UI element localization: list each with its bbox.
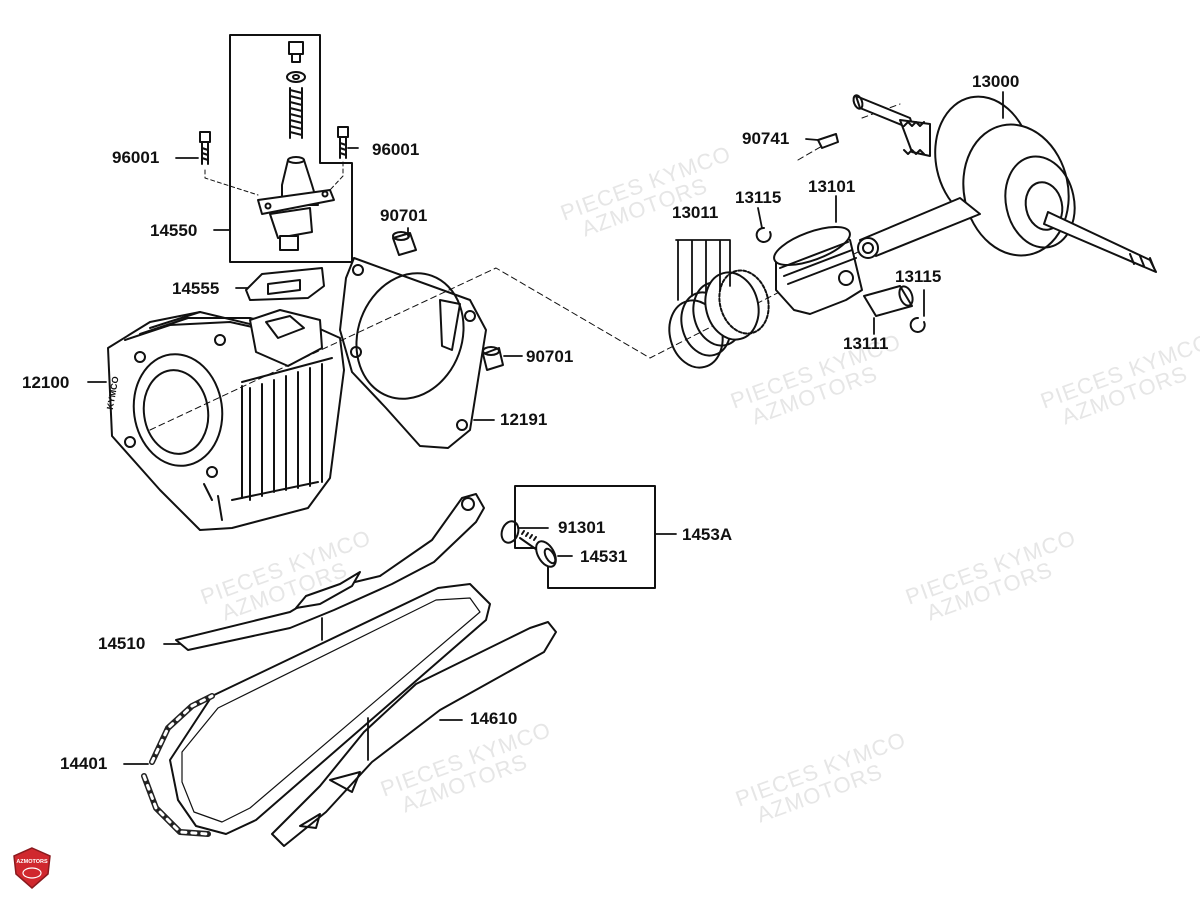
- part-label-12191: 12191: [500, 410, 548, 429]
- tensioner-body: [257, 156, 335, 251]
- part-label-90701: 90701: [380, 206, 428, 225]
- part-label-90741: 90741: [742, 129, 790, 148]
- piston-rings: [668, 269, 770, 369]
- tensioner-guide: [175, 493, 485, 651]
- tensioner-bolt: [286, 41, 306, 139]
- part-label-14550: 14550: [150, 221, 198, 240]
- crankshaft: [852, 94, 1157, 273]
- circlip-right: [909, 316, 926, 333]
- circlip-left: [755, 226, 772, 243]
- leader-14610: [367, 717, 463, 761]
- part-label-1453A: 1453A: [682, 525, 733, 544]
- piston-pin: [863, 285, 914, 317]
- woodruff-key: [817, 133, 839, 149]
- part-label-13000: 13000: [972, 72, 1020, 91]
- cam-chain: [141, 583, 491, 837]
- part-label-96001: 96001: [372, 140, 420, 159]
- part-label-96001: 96001: [112, 148, 160, 167]
- pivot-bolt: [519, 530, 557, 568]
- tensioner-gasket: [245, 267, 325, 301]
- cylinder-block: [107, 309, 345, 531]
- part-label-14510: 14510: [98, 634, 146, 653]
- part-label-12100: 12100: [22, 373, 70, 392]
- leader-13011: [675, 239, 731, 301]
- leader-13115a: [757, 207, 763, 229]
- dowel-pin-upper: [392, 231, 417, 256]
- o-ring: [500, 520, 520, 544]
- cylinder-gasket: [339, 257, 487, 449]
- logo-text: AZMOTORS: [16, 859, 48, 865]
- part-label-13101: 13101: [808, 177, 856, 196]
- part-label-14610: 14610: [470, 709, 518, 728]
- guide-bolt-group-box: [514, 485, 656, 589]
- part-label-13115: 13115: [735, 188, 782, 207]
- bolt-96001-right: [337, 126, 349, 159]
- part-label-14531: 14531: [580, 547, 628, 566]
- bolt-96001-left: [199, 131, 211, 165]
- part-label-13111: 13111: [843, 334, 889, 353]
- part-label-90701: 90701: [526, 347, 574, 366]
- leader-90741: [805, 138, 819, 141]
- chain-guide: [271, 621, 557, 847]
- part-label-14555: 14555: [172, 279, 220, 298]
- part-label-91301: 91301: [558, 518, 606, 537]
- part-label-13011: 13011: [672, 203, 719, 222]
- tensioner-group-box: [229, 34, 353, 263]
- piston: [773, 226, 863, 315]
- leader-14510: [163, 617, 323, 645]
- part-label-14401: 14401: [60, 754, 108, 773]
- azmotors-logo: AZMOTORS: [10, 846, 54, 890]
- part-label-13115: 13115: [895, 267, 942, 286]
- dowel-pin-lower: [482, 346, 504, 371]
